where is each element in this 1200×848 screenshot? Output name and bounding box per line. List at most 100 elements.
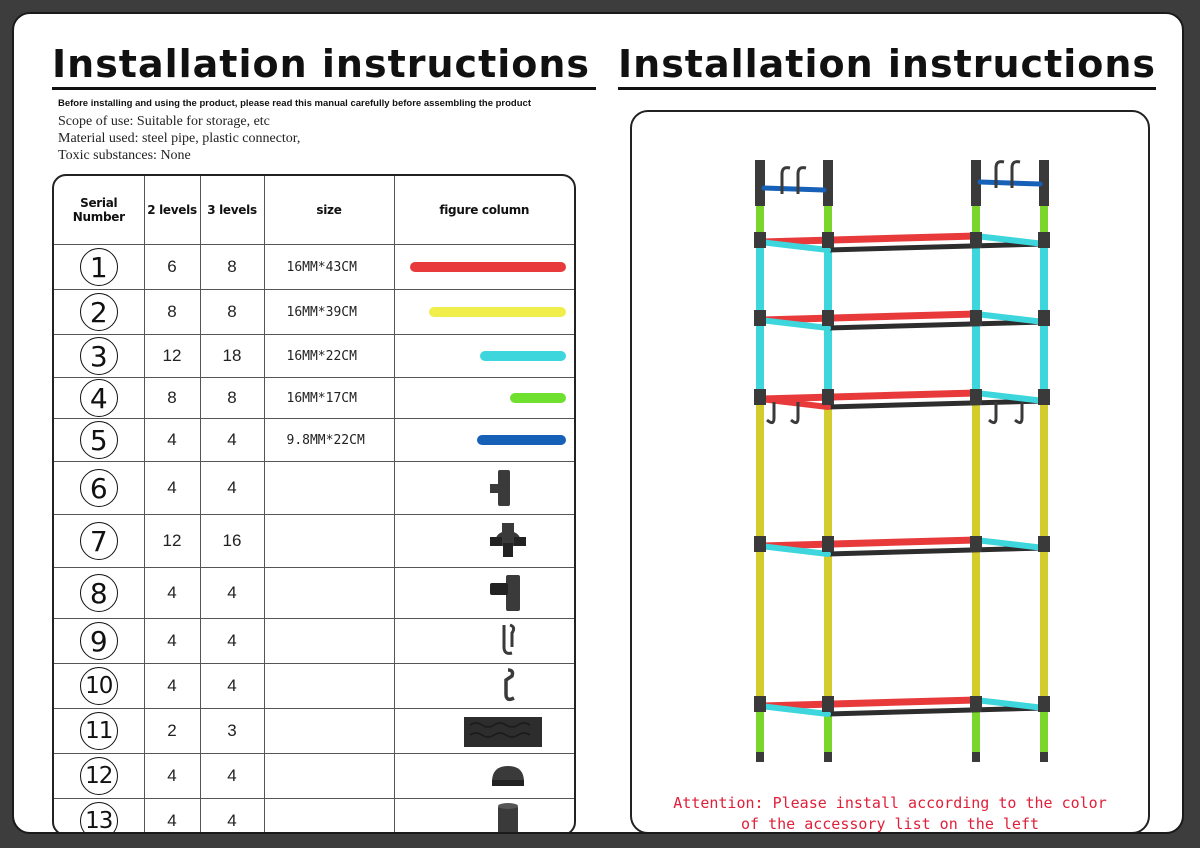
size-cell [263, 461, 395, 515]
size-cell: 16MM*43CM [263, 244, 395, 290]
side-beam [757, 396, 831, 410]
count-2-levels: 8 [143, 289, 201, 335]
post-segment [972, 397, 980, 544]
post-segment [972, 318, 980, 397]
double-hook-icon [502, 623, 516, 655]
back-beam [825, 398, 1047, 410]
four-way-connector [754, 310, 766, 326]
header-serial-number: Serial Number [54, 176, 145, 245]
four-way-connector [822, 232, 834, 248]
size-cell [263, 753, 395, 799]
side-hook [790, 402, 800, 425]
scope-of-use: Scope of use: Suitable for storage, etc [58, 114, 270, 129]
count-2-levels: 4 [143, 567, 201, 619]
figure-cell [393, 289, 574, 335]
post-segment [1040, 704, 1048, 752]
page-title-right: Installation instructions [618, 42, 1157, 86]
post-segment [756, 397, 764, 544]
serial-number-badge: 8 [79, 574, 118, 612]
four-way-connector [1038, 232, 1050, 248]
front-beam [756, 389, 980, 403]
four-way-connector [970, 232, 982, 248]
table-header-row: Serial Number 2 levels 3 levels size fig… [54, 176, 574, 245]
size-cell: 16MM*17CM [263, 377, 395, 419]
serial-number-badge: 5 [79, 421, 118, 459]
serial-cell: 12 [54, 753, 145, 799]
serial-number-badge: 4 [79, 379, 118, 417]
top-hook-bar [977, 179, 1043, 187]
count-2-levels: 4 [143, 618, 201, 664]
count-2-levels: 4 [143, 418, 201, 462]
back-beam [825, 705, 1047, 717]
serial-cell: 6 [54, 461, 145, 515]
count-2-levels: 4 [143, 798, 201, 832]
post-segment [824, 704, 832, 752]
toxic-substances: Toxic substances: None [58, 148, 191, 163]
size-cell [263, 618, 395, 664]
yellow-tube-bar [429, 307, 566, 317]
count-3-levels: 3 [199, 708, 265, 754]
header-2-levels: 2 levels [143, 176, 201, 245]
serial-number-badge: 2 [79, 293, 118, 331]
four-way-connector [754, 389, 766, 405]
figure-cell [393, 753, 574, 799]
serial-number-badge: 13 [79, 802, 118, 832]
count-3-levels: 4 [199, 418, 265, 462]
serial-cell: 5 [54, 418, 145, 462]
four-way-connector [970, 389, 982, 405]
size-cell [263, 567, 395, 619]
top-cap-post [1039, 160, 1049, 206]
back-beam [825, 545, 1047, 557]
size-cell [263, 663, 395, 709]
front-beam [756, 696, 980, 710]
four-way-connector [822, 310, 834, 326]
top-cap-post [823, 160, 833, 206]
side-beam [973, 390, 1047, 404]
serial-cell: 2 [54, 289, 145, 335]
serial-cell: 13 [54, 798, 145, 832]
four-way-connector [970, 696, 982, 712]
instruction-sheet: Installation instructions Installation i… [12, 12, 1184, 834]
post-segment [972, 240, 980, 318]
foot-pad [756, 752, 764, 762]
size-cell: 16MM*39CM [263, 289, 395, 335]
figure-cell [393, 514, 574, 568]
count-2-levels: 4 [143, 753, 201, 799]
page-title-left: Installation instructions [52, 42, 591, 86]
post-segment [1040, 397, 1048, 544]
count-2-levels: 12 [143, 334, 201, 378]
foot-pad [972, 752, 980, 762]
front-beam [756, 536, 980, 550]
header-figure-column: figure column [393, 176, 574, 245]
side-hook [766, 402, 776, 425]
size-cell: 16MM*22CM [263, 334, 395, 378]
post-segment [1040, 544, 1048, 704]
serial-number-badge: 6 [79, 469, 118, 507]
cyan-tube-bar [480, 351, 566, 361]
top-hook [780, 166, 791, 194]
top-cap-post [755, 160, 765, 206]
side-beam [757, 543, 831, 557]
post-segment [756, 318, 764, 397]
t-connector-icon [490, 470, 510, 506]
count-2-levels: 8 [143, 377, 201, 419]
serial-number-badge: 9 [79, 622, 118, 660]
serial-cell: 4 [54, 377, 145, 419]
back-beam [825, 241, 1047, 253]
side-beam [757, 317, 831, 331]
accessory-table: Serial Number 2 levels 3 levels size fig… [52, 174, 576, 832]
count-2-levels: 6 [143, 244, 201, 290]
single-hook-icon [504, 668, 515, 702]
side-beam [757, 703, 831, 717]
four-way-connector [754, 536, 766, 552]
green-tube-bar [510, 393, 566, 403]
serial-number-badge: 11 [79, 712, 118, 750]
